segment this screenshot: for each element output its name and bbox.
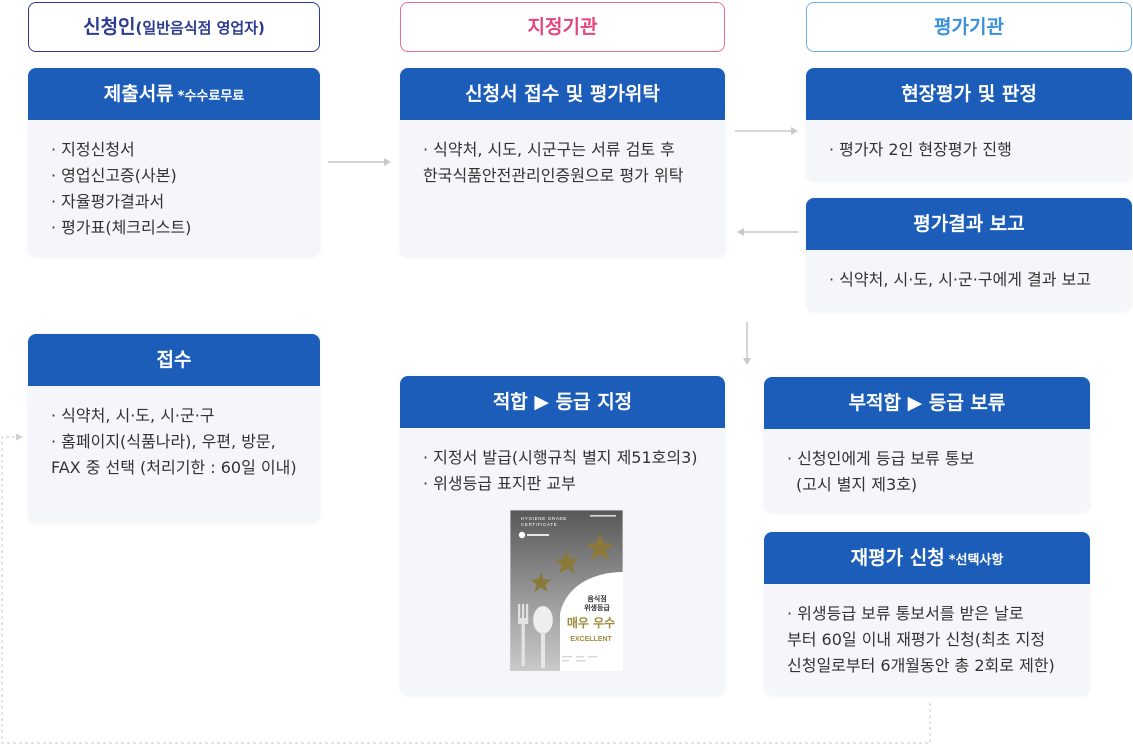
step-title: 부적합 ▶ 등급 보류 [848, 392, 1006, 414]
step-line: · 영업신고증(사본) [51, 166, 177, 185]
certificate-label-line: 위생등급 [584, 603, 610, 612]
step-fail-grade-hold: 부적합 ▶ 등급 보류 · 신청인에게 등급 보류 통보 (고시 별지 제3호) [764, 377, 1090, 513]
step-note: *수수료무료 [177, 89, 245, 104]
certificate-grade-en: EXCELLENT [570, 636, 612, 643]
step-title: 신청서 접수 및 평가위탁 [465, 83, 660, 105]
step-title: 접수 [156, 349, 192, 371]
step-line: · 평가자 2인 현장평가 진행 [829, 140, 1012, 159]
step-re-evaluation-request: 재평가 신청*선택사항 · 위생등급 보류 통보서를 받은 날로 부터 60일 … [764, 532, 1090, 696]
lane-title: 신청인 [83, 16, 136, 38]
lane-evaluating-agency: 평가기관 [806, 2, 1132, 52]
step-line: · 식약처, 시·도, 시·군·구에게 결과 보고 [829, 270, 1092, 289]
step-title: 제출서류 [103, 83, 174, 105]
step-line: 부터 60일 이내 재평가 신청(최초 지정 [787, 630, 1046, 649]
step-submit-documents: 제출서류*수수료무료 · 지정신청서 · 영업신고증(사본) · 자율평가결과서… [28, 68, 320, 257]
step-header: 제출서류*수수료무료 [28, 68, 320, 120]
lane-title: 지정기관 [527, 16, 598, 38]
step-body: · 지정신청서 · 영업신고증(사본) · 자율평가결과서 · 평가표(체크리스… [28, 120, 320, 241]
emblem-caption-mark [527, 534, 549, 536]
step-line: 한국식품안전관리인증원으로 평가 위탁 [423, 166, 684, 185]
step-title: 평가결과 보고 [913, 213, 1025, 235]
step-line: · 지정신청서 [51, 140, 135, 159]
step-title: 현장평가 및 판정 [901, 83, 1037, 105]
step-line: · 식약처, 시도, 시군구는 서류 검토 후 [423, 140, 675, 159]
step-receive-and-delegate: 신청서 접수 및 평가위탁 · 식약처, 시도, 시군구는 서류 검토 후 한국… [400, 68, 725, 258]
step-header: 현장평가 및 판정 [806, 68, 1132, 120]
step-header: 신청서 접수 및 평가위탁 [400, 68, 725, 120]
step-line: · 신청인에게 등급 보류 통보 [787, 449, 975, 468]
step-line: FAX 중 선택 (처리기한 : 60일 이내) [51, 458, 297, 477]
step-title: 적합 ▶ 등급 지정 [492, 391, 633, 413]
step-line: · 지정서 발급(시행규칙 별지 제51호의3) [423, 448, 698, 467]
step-note: *선택사항 [948, 553, 1004, 568]
step-body: · 식약처, 시도, 시군구는 서류 검토 후 한국식품안전관리인증원으로 평가… [400, 120, 725, 189]
certificate-label-line: 음식점 [587, 594, 606, 603]
step-onsite-evaluation: 현장평가 및 판정 · 평가자 2인 현장평가 진행 [806, 68, 1132, 182]
step-pass-grade-designation: 적합 ▶ 등급 지정 · 지정서 발급(시행규칙 별지 제51호의3) · 위생… [400, 376, 725, 696]
arrow-receive-to-onsite [735, 127, 798, 135]
lane-applicant: 신청인(일반음식점 영업자) [28, 2, 320, 52]
step-header: 적합 ▶ 등급 지정 [400, 376, 725, 428]
step-header: 재평가 신청*선택사항 [764, 532, 1090, 584]
step-header: 접수 [28, 334, 320, 386]
step-line: 신청일로부터 6개월동안 총 2회로 제한) [787, 656, 1055, 675]
arrow-report-to-agency [737, 228, 798, 236]
step-line: · 홈페이지(식품나라), 우편, 방문, [51, 432, 276, 451]
step-body: · 지정서 발급(시행규칙 별지 제51호의3) · 위생등급 표지판 교부 [400, 428, 725, 497]
step-body: · 위생등급 보류 통보서를 받은 날로 부터 60일 이내 재평가 신청(최초… [764, 584, 1090, 679]
step-line: · 식약처, 시·도, 시·군·구 [51, 406, 215, 425]
step-body: · 평가자 2인 현장평가 진행 [806, 120, 1132, 163]
step-body: · 식약처, 시·도, 시·군·구 · 홈페이지(식품나라), 우편, 방문, … [28, 386, 320, 481]
lane-designating-agency: 지정기관 [400, 2, 725, 52]
step-header: 부적합 ▶ 등급 보류 [764, 377, 1090, 429]
step-title: 재평가 신청 [850, 547, 945, 569]
certificate-grade: 매우 우수 [567, 615, 615, 630]
step-result-report: 평가결과 보고 · 식약처, 시·도, 시·군·구에게 결과 보고 [806, 198, 1132, 312]
certificate-header-line: CERTIFICATE [521, 522, 557, 527]
step-line: · 위생등급 보류 통보서를 받은 날로 [787, 604, 1024, 623]
step-intake: 접수 · 식약처, 시·도, 시·군·구 · 홈페이지(식품나라), 우편, 방… [28, 334, 320, 523]
emblem-icon [518, 531, 526, 539]
arrow-submit-to-receive [328, 158, 391, 166]
lane-subtitle: (일반음식점 영업자) [135, 19, 265, 37]
step-line: · 위생등급 표지판 교부 [423, 474, 576, 493]
hygiene-grade-certificate-image: HYGIENE GRADE CERTIFICATE 음식점 위생등급 매우 우수… [510, 510, 623, 671]
step-body: · 식약처, 시·도, 시·군·구에게 결과 보고 [806, 250, 1132, 293]
step-line: (고시 별지 제3호) [796, 475, 918, 494]
certificate-header-line: HYGIENE GRADE [521, 516, 567, 521]
step-body: · 신청인에게 등급 보류 통보 (고시 별지 제3호) [764, 429, 1090, 498]
lane-title: 평가기관 [934, 16, 1004, 38]
step-line: · 평가표(체크리스트) [51, 218, 192, 237]
arrow-down-to-decision [743, 322, 751, 365]
step-header: 평가결과 보고 [806, 198, 1132, 250]
step-line: · 자율평가결과서 [51, 192, 165, 211]
certificate-corner-mark [590, 515, 616, 517]
